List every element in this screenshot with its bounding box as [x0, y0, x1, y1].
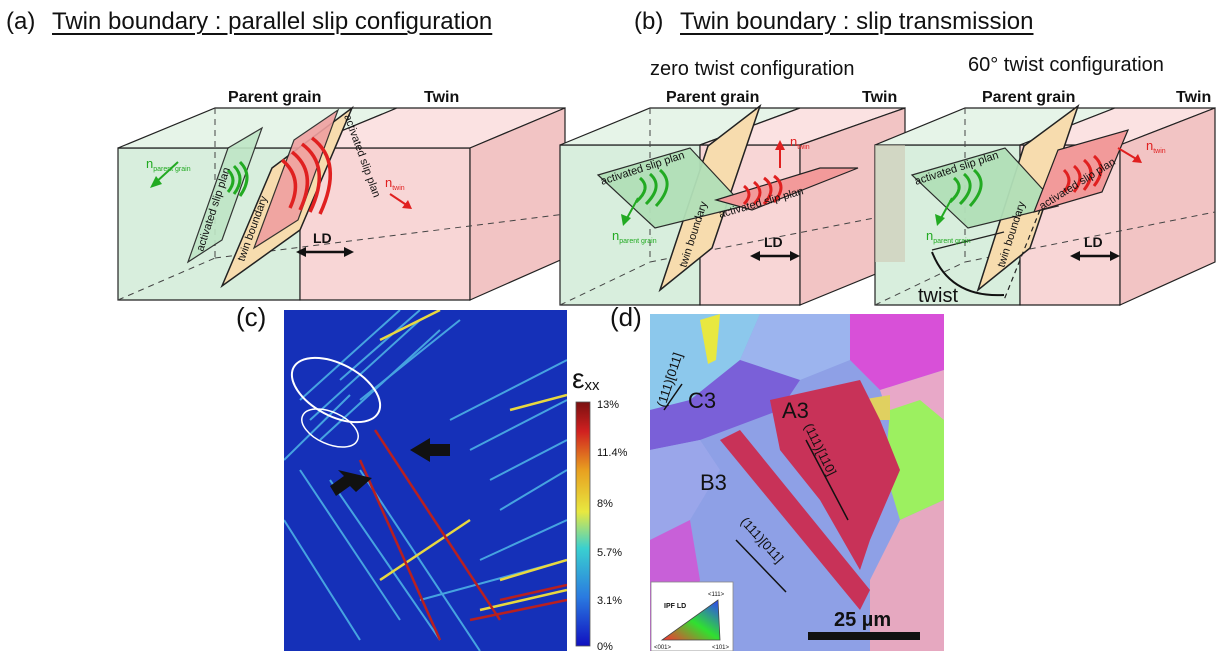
panel-b2-twist-line-1 [931, 231, 1005, 251]
panel-d-grain-a3: A3 [782, 398, 809, 423]
panel-b1-ld-head-left [750, 251, 760, 261]
panel-b2-n-twin: ntwin [1146, 138, 1166, 155]
panel-c-highlight-ellipse-lower [301, 408, 359, 448]
panel-c-colorbar [575, 401, 591, 647]
panel-a-slip-lines-green [226, 160, 249, 197]
panel-b1-normal-twin-head [775, 140, 785, 150]
panel-b-letter: (b) [634, 8, 664, 35]
panel-b1-ld-label: LD [764, 234, 783, 250]
panel-d-grain-b3: B3 [700, 470, 727, 495]
panel-a-n-parent: nparent grain [146, 156, 191, 173]
panel-d-trace-c3 [663, 383, 683, 411]
panel-b1-slip-plane-twin [713, 167, 859, 211]
panel-b2-normal-twin-head [1132, 154, 1142, 163]
panel-c-tick-3-1: 3.1% [597, 595, 622, 607]
panel-a-normal-twin-head [402, 200, 412, 209]
panel-a-ld-label: LD [313, 230, 332, 246]
panel-a-title: Twin boundary : parallel slip configurat… [52, 8, 493, 35]
panel-b1-slip-lines-green [634, 168, 669, 208]
panel-a-normal-parent-head [150, 176, 162, 188]
panel-b2-ld-label: LD [1084, 234, 1103, 250]
panel-a-slip-plane-left [186, 126, 264, 264]
panel-b2-slip-lines-red [1062, 154, 1103, 193]
panel-c-colorbar-label: εxx [572, 363, 600, 394]
panel-c-strain-bands [284, 310, 567, 651]
panel-b1-normal-parent-arrow [625, 197, 639, 221]
panel-b2-slip-plane-twin [1033, 129, 1130, 213]
panel-d-ipf-111: <111> [708, 592, 725, 598]
panel-d-trace-a3 [805, 439, 849, 521]
panel-b2-slip-lines-green [948, 168, 983, 208]
panel-b1-parent-label: Parent grain [666, 89, 759, 106]
panel-b2-hidden-edge-2 [874, 261, 966, 306]
panel-b2-twist-line-2 [1003, 209, 1041, 301]
panel-b2-twin-side [1119, 107, 1216, 306]
panel-c-tick-0: 0% [597, 641, 613, 651]
panel-b2-normal-parent-head [935, 214, 945, 226]
panel-b-sixty-twist-label: 60° twist configuration [968, 54, 1164, 76]
panel-b1-ld-head-right [790, 251, 800, 261]
panel-b1-twin-label: Twin [862, 89, 897, 106]
panel-d-trace-b3 [735, 539, 787, 593]
panel-c-arrow-lower [330, 470, 372, 496]
panel-b2-n-parent: nparent grain [926, 228, 971, 245]
panel-c-highlight-ellipse-upper [290, 356, 382, 424]
panel-b2-normal-parent-arrow [939, 197, 953, 221]
panel-b2-ld-head-right [1110, 251, 1120, 261]
panel-b2-ld-head-left [1070, 251, 1080, 261]
panel-c-arrow-upper [410, 438, 450, 462]
panel-b-zero-twist-label: zero twist configuration [650, 58, 855, 80]
panel-a-twin-label: Twin [424, 89, 459, 106]
panel-b2-twist-label: twist [918, 285, 958, 307]
panel-b2-twist-arc [931, 251, 1005, 297]
panel-b1-hidden-edge-2 [559, 261, 651, 306]
panel-d-letter: (d) [610, 302, 642, 332]
panel-b2-twin-label: Twin [1176, 89, 1211, 106]
panel-a-ld-head-right [344, 247, 354, 257]
panel-b-header: (b) Twin boundary : slip transmission [634, 8, 1034, 36]
panel-b-title: Twin boundary : slip transmission [680, 8, 1034, 35]
panel-a-hidden-edge-3 [214, 213, 566, 259]
panel-d-ipf-001: <001> [654, 645, 672, 651]
panel-d-ipf-101: <101> [712, 645, 730, 651]
panel-c-tick-13: 13% [597, 399, 619, 411]
panel-c-letter: (c) [236, 302, 267, 332]
panel-a-ld-head-left [296, 247, 306, 257]
panel-b2-parent-label: Parent grain [982, 89, 1075, 106]
panel-a-slip-lines-red [280, 136, 332, 215]
panel-b1-normal-parent-head [621, 214, 631, 226]
panel-a-hidden-edge-2 [117, 257, 216, 301]
panel-d-grain-c3: C3 [688, 388, 716, 413]
panel-c-tick-8: 8% [597, 498, 613, 510]
panel-d-scale-label: 25 µm [834, 609, 891, 631]
panel-b1-n-parent: nparent grain [612, 228, 657, 245]
panel-c-tick-5-7: 5.7% [597, 547, 622, 559]
panel-d-scale-bar [808, 632, 920, 640]
panel-b2-overlap-strip [875, 145, 905, 262]
panel-c-tick-11-4: 11.4% [597, 447, 628, 459]
panel-b2-slip-plane-parent [910, 147, 1060, 229]
panel-a-n-twin: ntwin [385, 175, 405, 192]
panel-a-letter: (a) [6, 8, 36, 35]
panel-b2-hidden-edge-3 [964, 211, 1216, 263]
panel-b2-normal-twin-arrow [1117, 147, 1139, 161]
panel-b1-n-twin: ntwin [790, 134, 810, 151]
panel-d-ipf-title: IPF LD [664, 603, 686, 610]
panel-d-ipf-triangle [660, 599, 721, 641]
panel-b1-slip-lines-red [742, 174, 783, 206]
panel-a-header: (a) Twin boundary : parallel slip config… [6, 8, 492, 36]
panel-a-parent-label: Parent grain [228, 89, 321, 106]
